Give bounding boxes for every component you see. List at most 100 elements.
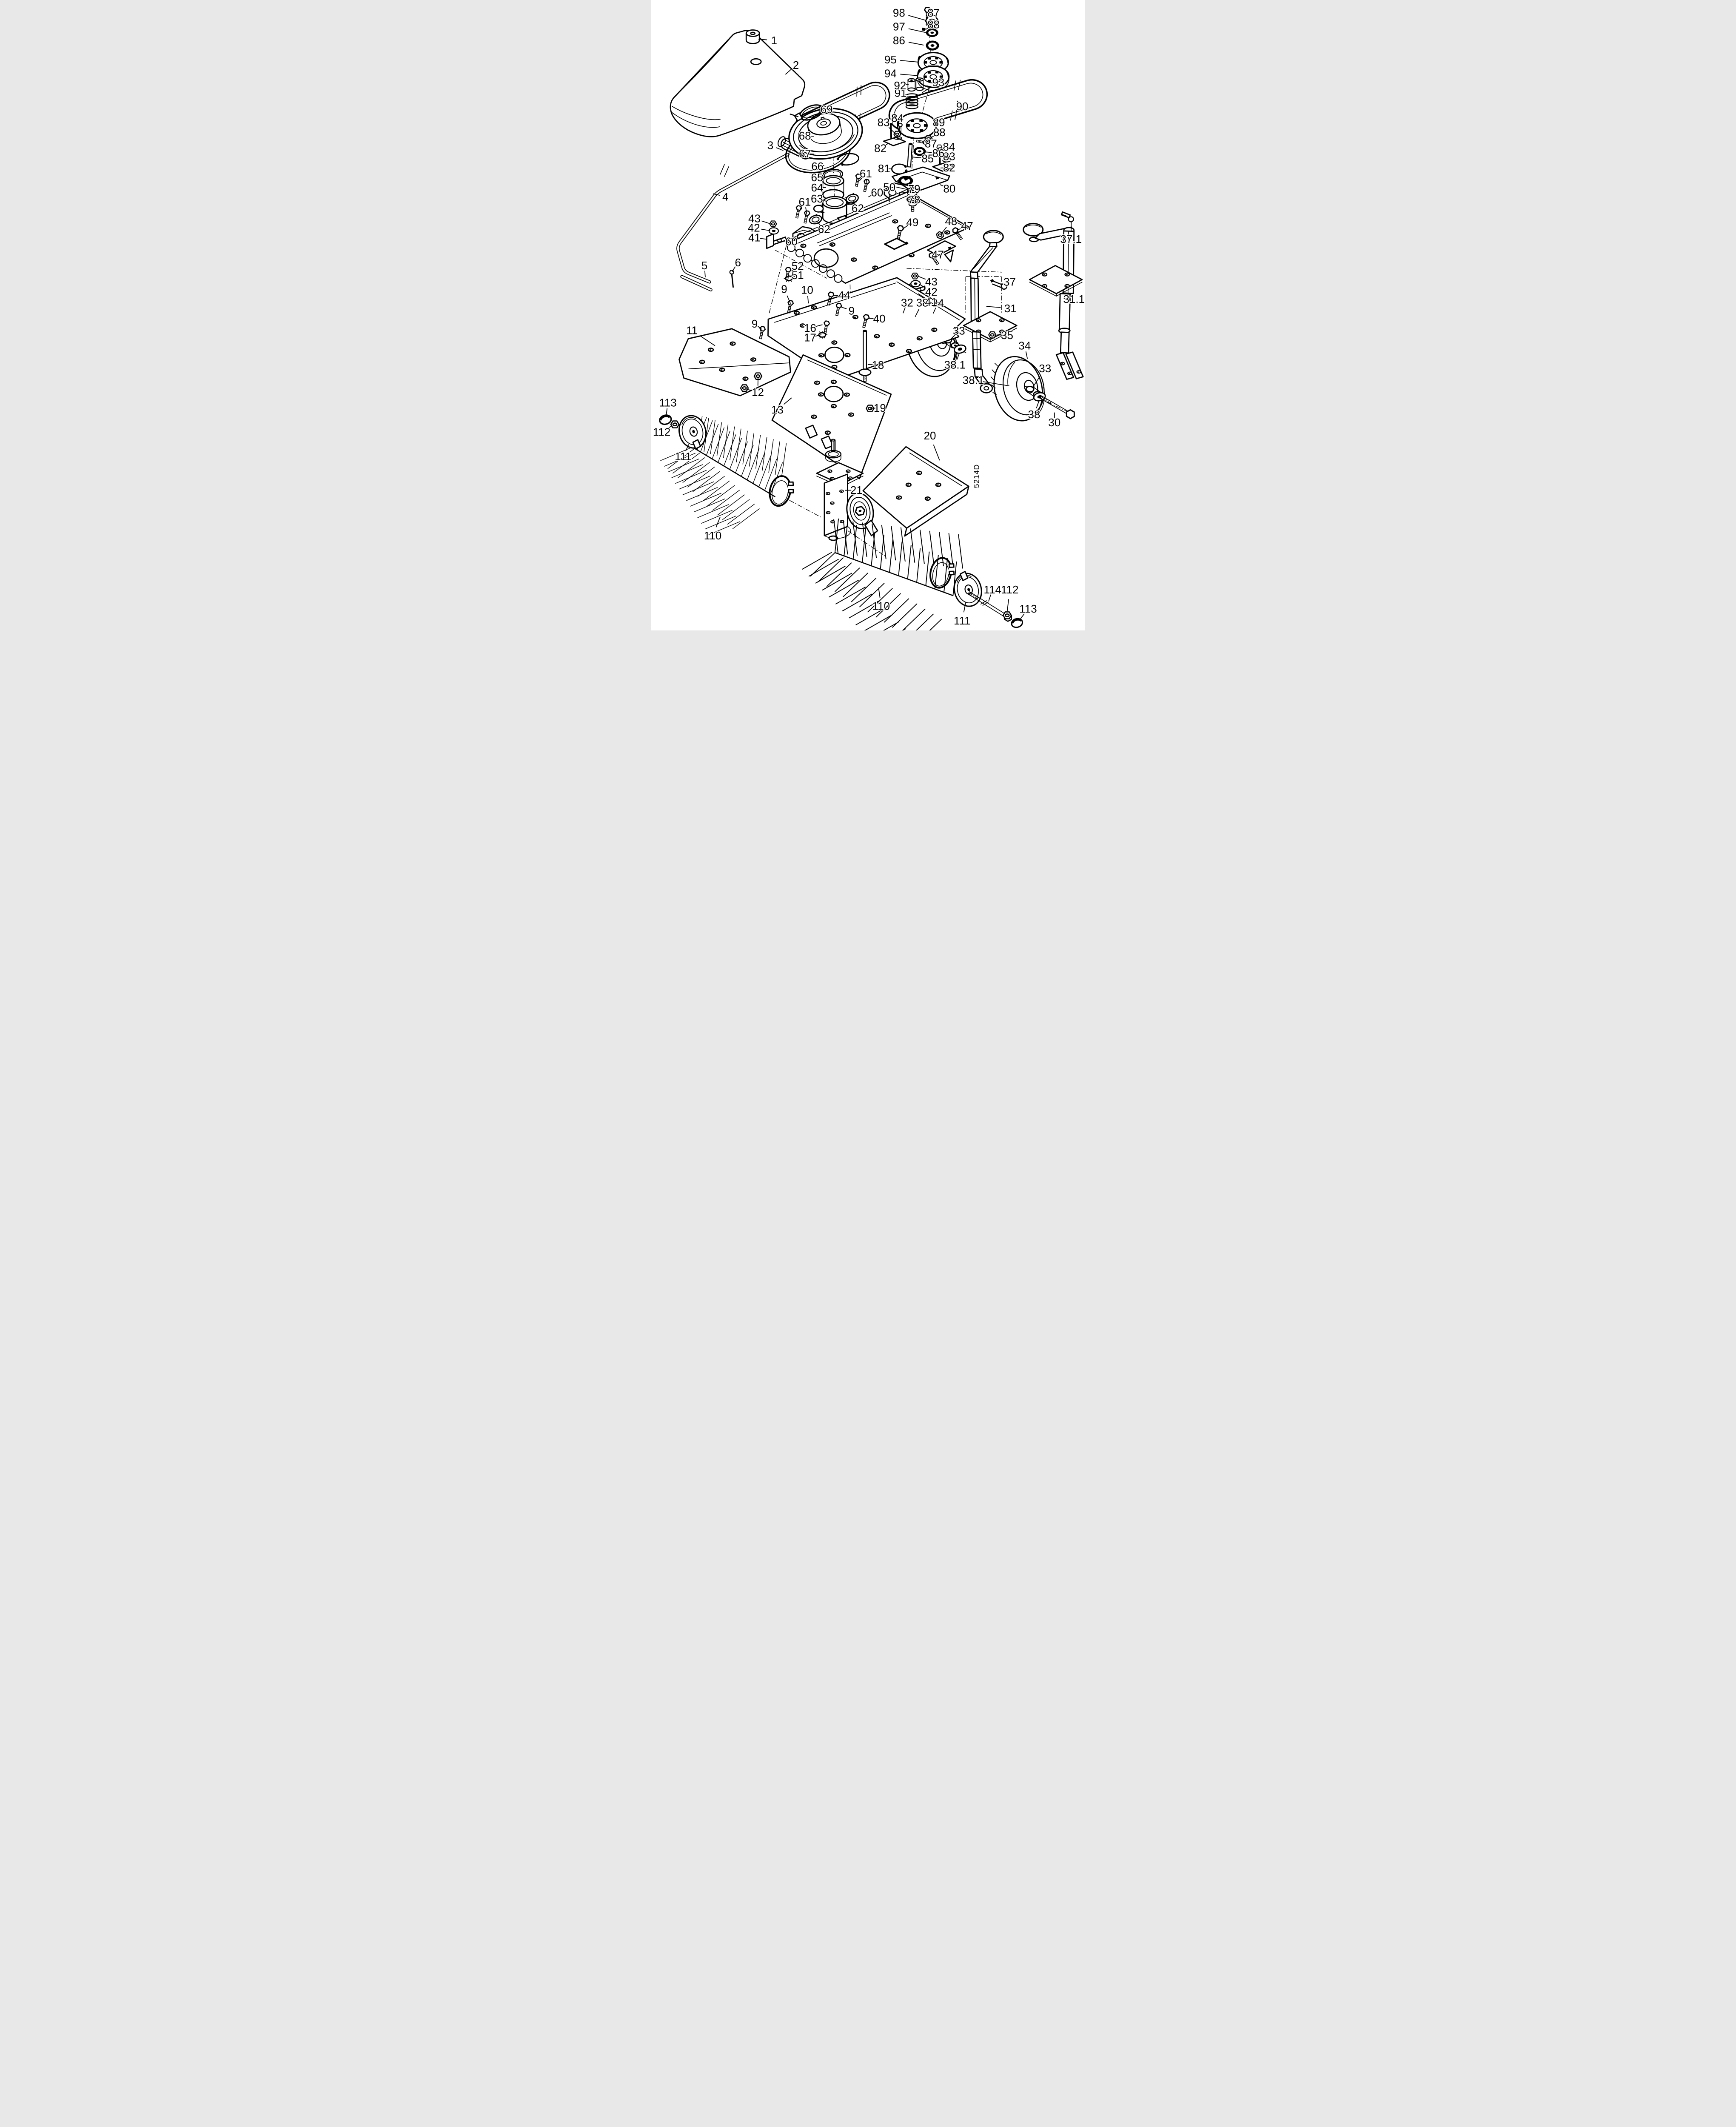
leader-line-48 [940, 227, 947, 235]
leader-line-114 [988, 594, 991, 601]
part-label-49: 49 [906, 216, 918, 228]
leader-line-4 [713, 193, 720, 196]
washer [768, 227, 779, 235]
leader-line-38b [1035, 400, 1040, 408]
leader-line-11 [699, 335, 715, 346]
part-label-67: 67 [798, 147, 811, 160]
leader-line-37 [1006, 283, 1009, 286]
part-label-87b: 87 [924, 137, 937, 150]
leader-line-61b [799, 205, 803, 210]
part-label-80: 80 [943, 182, 955, 195]
part-label-63: 63 [810, 192, 823, 205]
brush-end-disc [678, 415, 707, 450]
part-label-10: 10 [801, 284, 813, 297]
part-label-92: 92 [894, 79, 906, 92]
part-label-42a: 42 [747, 222, 760, 234]
part-label-113b: 113 [1019, 602, 1037, 615]
part-label-38b: 38 [1028, 408, 1040, 421]
gearbox [816, 439, 878, 541]
part-label-90: 90 [956, 100, 968, 113]
lynch-pin [990, 279, 1007, 290]
leader-line-20 [933, 445, 940, 461]
leader-line-41a [759, 238, 767, 240]
part-label-32: 32 [901, 297, 913, 309]
washer [910, 280, 921, 288]
spacer-tube [907, 78, 915, 92]
flange-nut-large [924, 15, 939, 27]
lower-pulley [916, 65, 949, 91]
part-label-111b: 111 [954, 614, 971, 627]
leader-line-60a [868, 194, 873, 197]
leader-line-89 [932, 123, 936, 125]
part-label-87a: 87 [927, 6, 940, 19]
part-label-37: 37 [1003, 275, 1016, 288]
part-label-83b: 83 [943, 150, 955, 163]
leader-line-17 [815, 334, 821, 337]
part-label-12: 12 [752, 386, 764, 399]
leader-line-63 [821, 199, 826, 202]
idler-bracket [891, 166, 950, 191]
leader-line-9b [840, 306, 847, 310]
lower-deflector-plate [771, 354, 892, 479]
jack-stand-left [963, 230, 1018, 393]
leader-line-111b [963, 602, 966, 613]
leader-line-61a [859, 177, 863, 181]
handle-tube [676, 153, 790, 284]
part-label-62b: 62 [818, 223, 830, 236]
leader-line-68 [808, 135, 814, 137]
stabilizer-tube [680, 275, 713, 292]
part-label-9b: 9 [848, 304, 854, 317]
leader-line-113a [665, 408, 667, 416]
flanged-stud [906, 196, 919, 212]
part-label-18: 18 [872, 359, 884, 371]
leader-line-93 [921, 86, 931, 93]
leader-line-79 [907, 189, 911, 191]
part-label-35: 35 [1001, 329, 1013, 342]
part-label-84a: 84 [891, 111, 904, 124]
leader-line-60b [795, 238, 800, 241]
leader-line-66 [820, 165, 824, 166]
leader-line-2 [785, 69, 791, 75]
part-label-47b: 47 [932, 248, 944, 261]
leader-line-62b [817, 222, 821, 227]
leader-lines [665, 14, 1072, 621]
nut [770, 221, 776, 227]
leader-line-111a [685, 444, 689, 451]
part-label-17: 17 [804, 331, 816, 344]
leader-line-62a [852, 201, 856, 205]
part-label-33b: 33 [1039, 362, 1051, 375]
idler-shaft [906, 143, 913, 168]
leader-line-85 [913, 157, 921, 158]
belt-guide-set [883, 118, 906, 146]
part-label-111a: 111 [675, 450, 692, 463]
nut [740, 385, 748, 391]
leader-line-34b [1025, 351, 1028, 359]
leader-line-12 [744, 388, 752, 391]
leader-line-33a [950, 334, 955, 340]
leader-line-113b [1019, 613, 1025, 621]
block-bolt [861, 178, 870, 193]
leader-line-61a [866, 179, 867, 185]
part-label-2: 2 [792, 59, 798, 71]
spacer-tube [915, 77, 924, 91]
part-label-113a: 113 [659, 396, 676, 409]
main-frame [784, 190, 970, 284]
leader-line-51 [791, 276, 795, 278]
part-label-86b: 86 [932, 147, 944, 160]
part-label-65: 65 [811, 171, 823, 184]
plate-bolt [757, 325, 766, 340]
leader-line-86a [908, 42, 924, 46]
part-label-68: 68 [798, 129, 811, 142]
part-label-19: 19 [873, 402, 886, 414]
anchor-bracket [766, 233, 786, 249]
part-label-38.1a: 38.1 [944, 359, 966, 371]
part-label-94: 94 [884, 67, 896, 80]
leader-line-42a [761, 228, 770, 231]
cup-washer [913, 147, 926, 156]
leader-line-86b [923, 151, 932, 153]
leader-line-31 [986, 306, 1001, 308]
leader-line-32 [902, 307, 906, 314]
leader-line-42b [918, 284, 926, 289]
klik-pin [1060, 211, 1074, 222]
brush-bolt [967, 591, 1014, 623]
